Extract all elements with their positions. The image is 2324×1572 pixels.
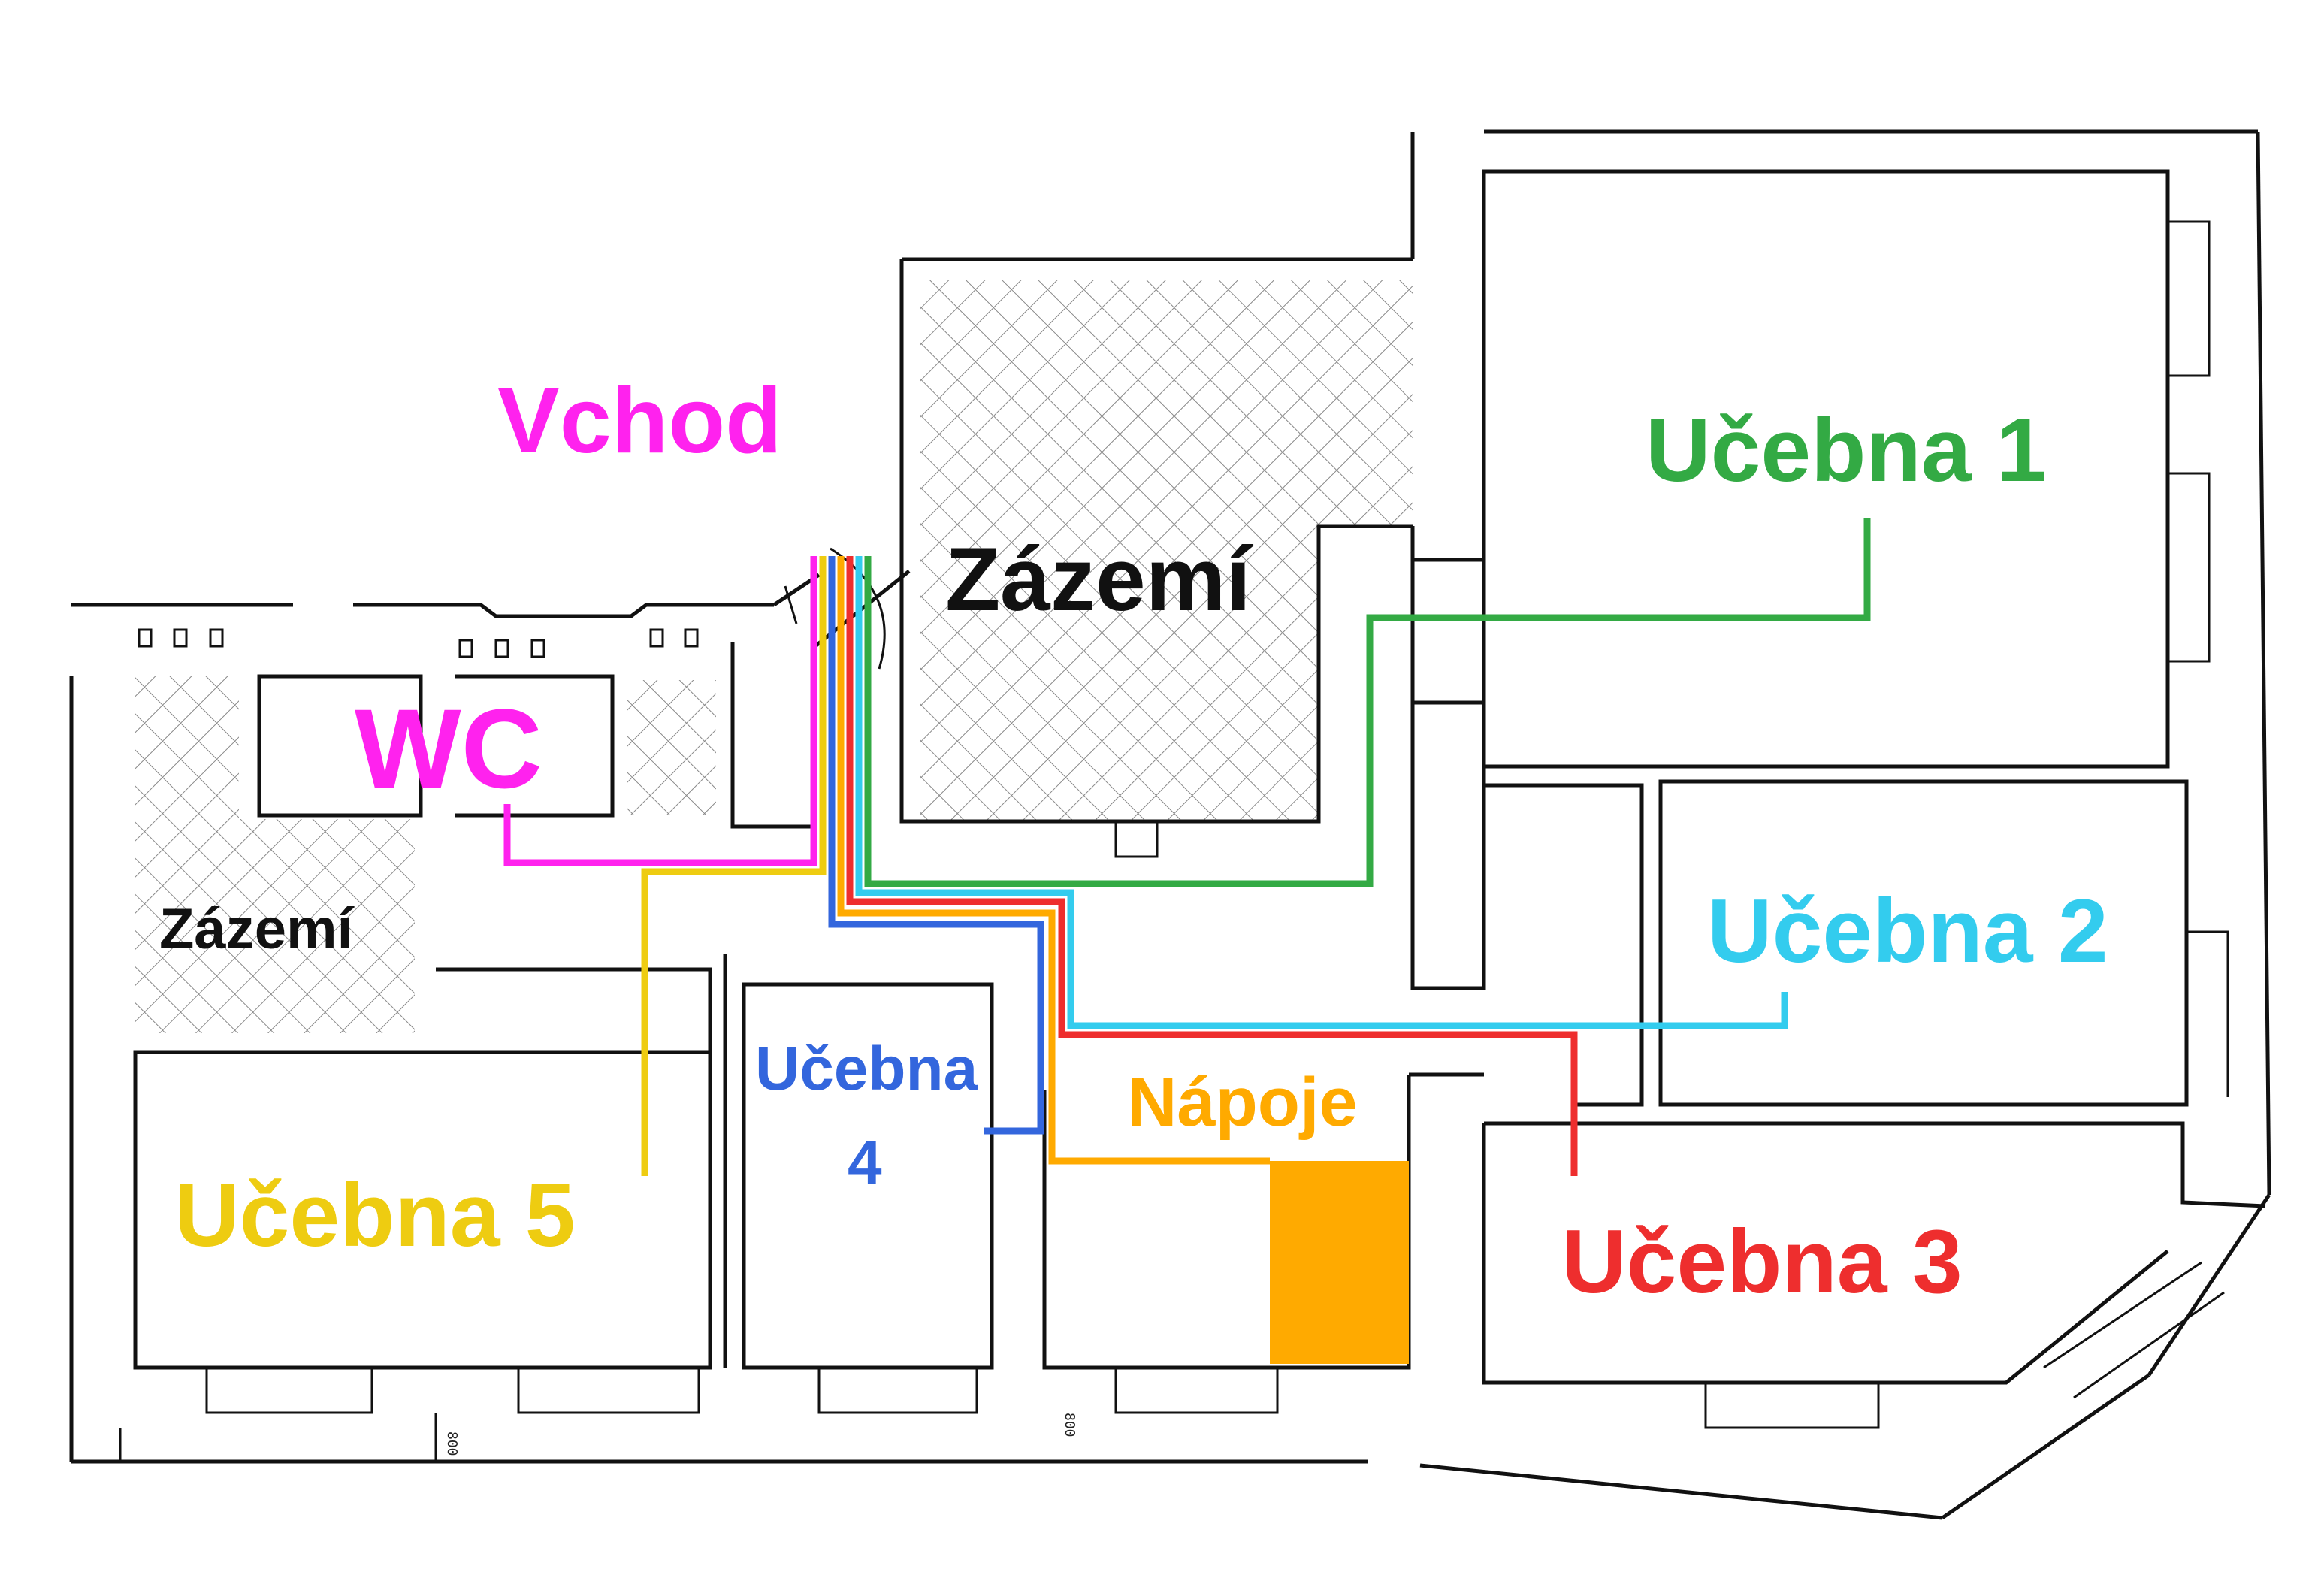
hatched-closet [627, 680, 716, 815]
label-ucebna5: Učebna 5 [174, 1165, 576, 1265]
label-wc: WC [355, 685, 542, 812]
zazemi-main-area [920, 280, 1413, 821]
hatched-areas [135, 280, 1413, 1033]
routes [503, 518, 1871, 1176]
label-ucebna4-line1: Učebna [755, 1035, 979, 1103]
label-zazemi-main: Zázemí [945, 529, 1253, 630]
label-napoje: Nápoje [1127, 1064, 1358, 1141]
label-vchod: Vchod [497, 369, 782, 473]
route-wc [503, 556, 817, 866]
route-ucebna1 [864, 518, 1871, 887]
route-ucebna2 [855, 556, 1788, 1029]
label-ucebna1: Učebna 1 [1646, 400, 2047, 500]
window-marks [138, 628, 699, 658]
dimension-label-left: 800 [444, 1431, 460, 1456]
route-ucebna4 [828, 556, 1044, 1135]
label-ucebna2: Učebna 2 [1707, 881, 2108, 981]
napoje-block [1270, 1161, 1409, 1364]
route-napoje [837, 556, 1270, 1165]
label-ucebna3: Učebna 3 [1561, 1211, 1963, 1312]
route-ucebna5 [641, 556, 827, 1176]
labels: Vchod WC Zázemí Zázemí Učebna 1 Učebna 2… [159, 369, 2108, 1456]
label-zazemi-small: Zázemí [159, 897, 355, 961]
zazemi-small-area [135, 676, 415, 1033]
route-ucebna3 [846, 556, 1578, 1176]
dimension-label-right: 800 [1062, 1413, 1077, 1437]
label-ucebna4-line2: 4 [848, 1129, 882, 1197]
